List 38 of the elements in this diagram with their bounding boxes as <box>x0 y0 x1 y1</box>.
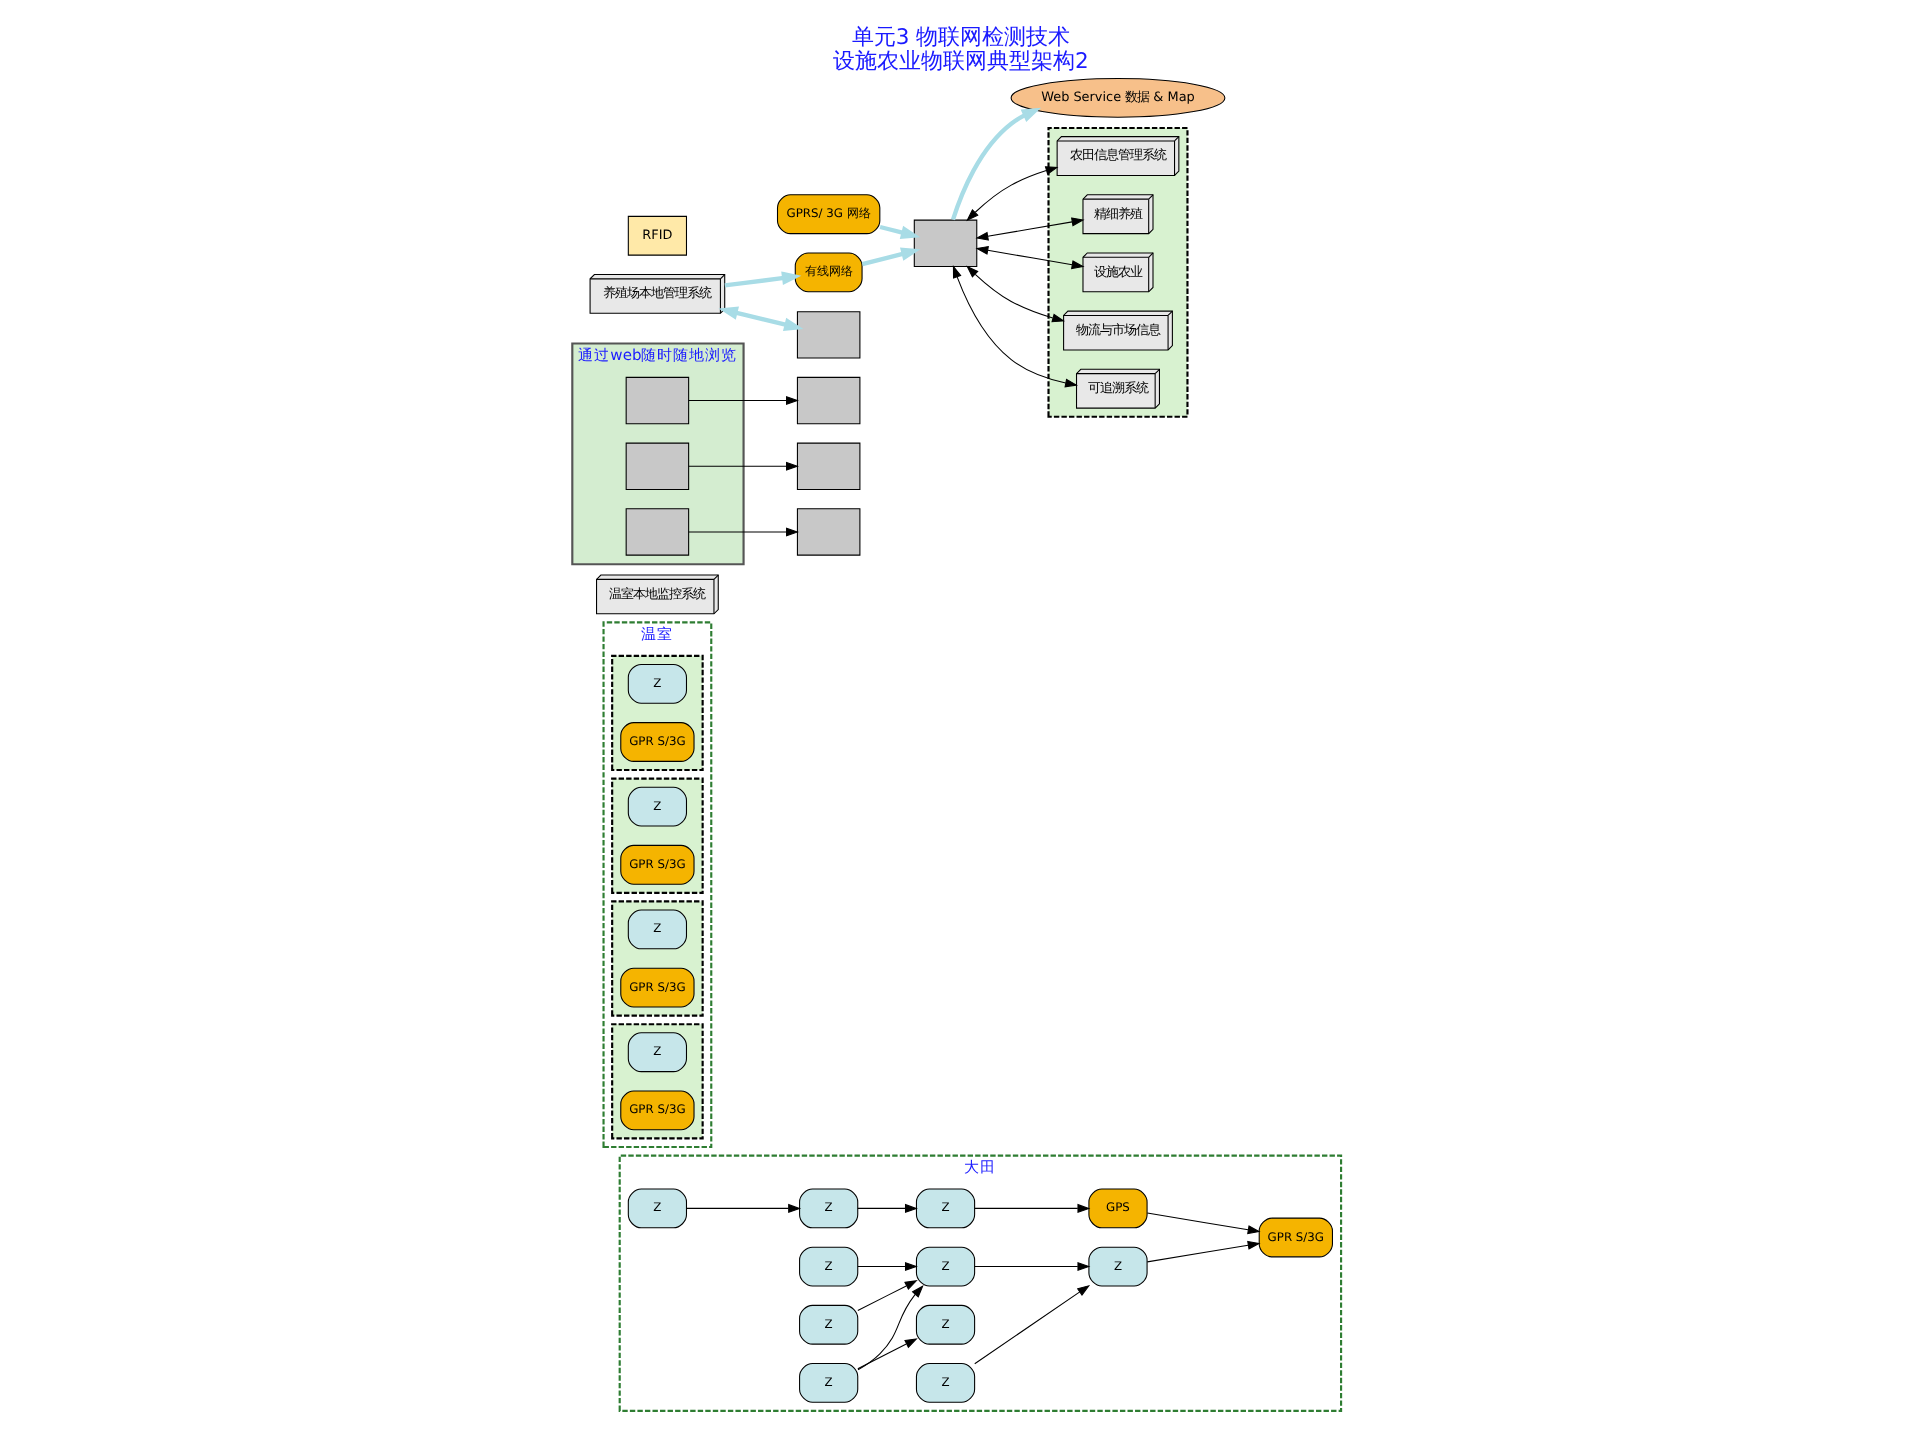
arrow <box>951 264 1077 387</box>
node-box <box>795 310 860 358</box>
arrow <box>856 1279 917 1311</box>
diagram-title: 单元3 物联网检测技术 <box>850 23 1070 50</box>
arrow <box>685 1202 801 1212</box>
arrow <box>856 1261 917 1271</box>
arrow <box>856 1337 917 1369</box>
arrow <box>965 165 1058 221</box>
arrow <box>1145 1211 1260 1234</box>
arrow <box>687 526 798 536</box>
arrow <box>949 106 1041 220</box>
node-box <box>795 375 860 424</box>
arrow <box>856 1284 923 1370</box>
node-box <box>624 507 689 555</box>
arrow <box>973 1283 1090 1364</box>
node-box <box>912 218 977 266</box>
cluster <box>610 776 703 893</box>
cluster <box>610 1022 703 1139</box>
node-box <box>795 441 860 489</box>
arrow <box>973 1202 1090 1212</box>
arrow <box>687 460 798 470</box>
arrow <box>974 244 1084 269</box>
arrow <box>1145 1239 1260 1262</box>
cluster <box>610 653 703 771</box>
arrow <box>878 223 920 238</box>
node-box <box>795 507 860 555</box>
node-box <box>624 375 689 424</box>
arrow <box>723 270 801 287</box>
arrow <box>717 305 803 331</box>
arrow <box>973 1261 1090 1271</box>
arrow <box>856 1202 917 1212</box>
arrow <box>974 216 1084 240</box>
arrow <box>860 246 920 266</box>
caption: 设施农业物联网典型架构2 <box>832 46 1088 73</box>
arrow <box>687 395 798 405</box>
node-box <box>624 441 689 489</box>
cluster <box>610 899 703 1016</box>
arrow <box>965 264 1065 322</box>
